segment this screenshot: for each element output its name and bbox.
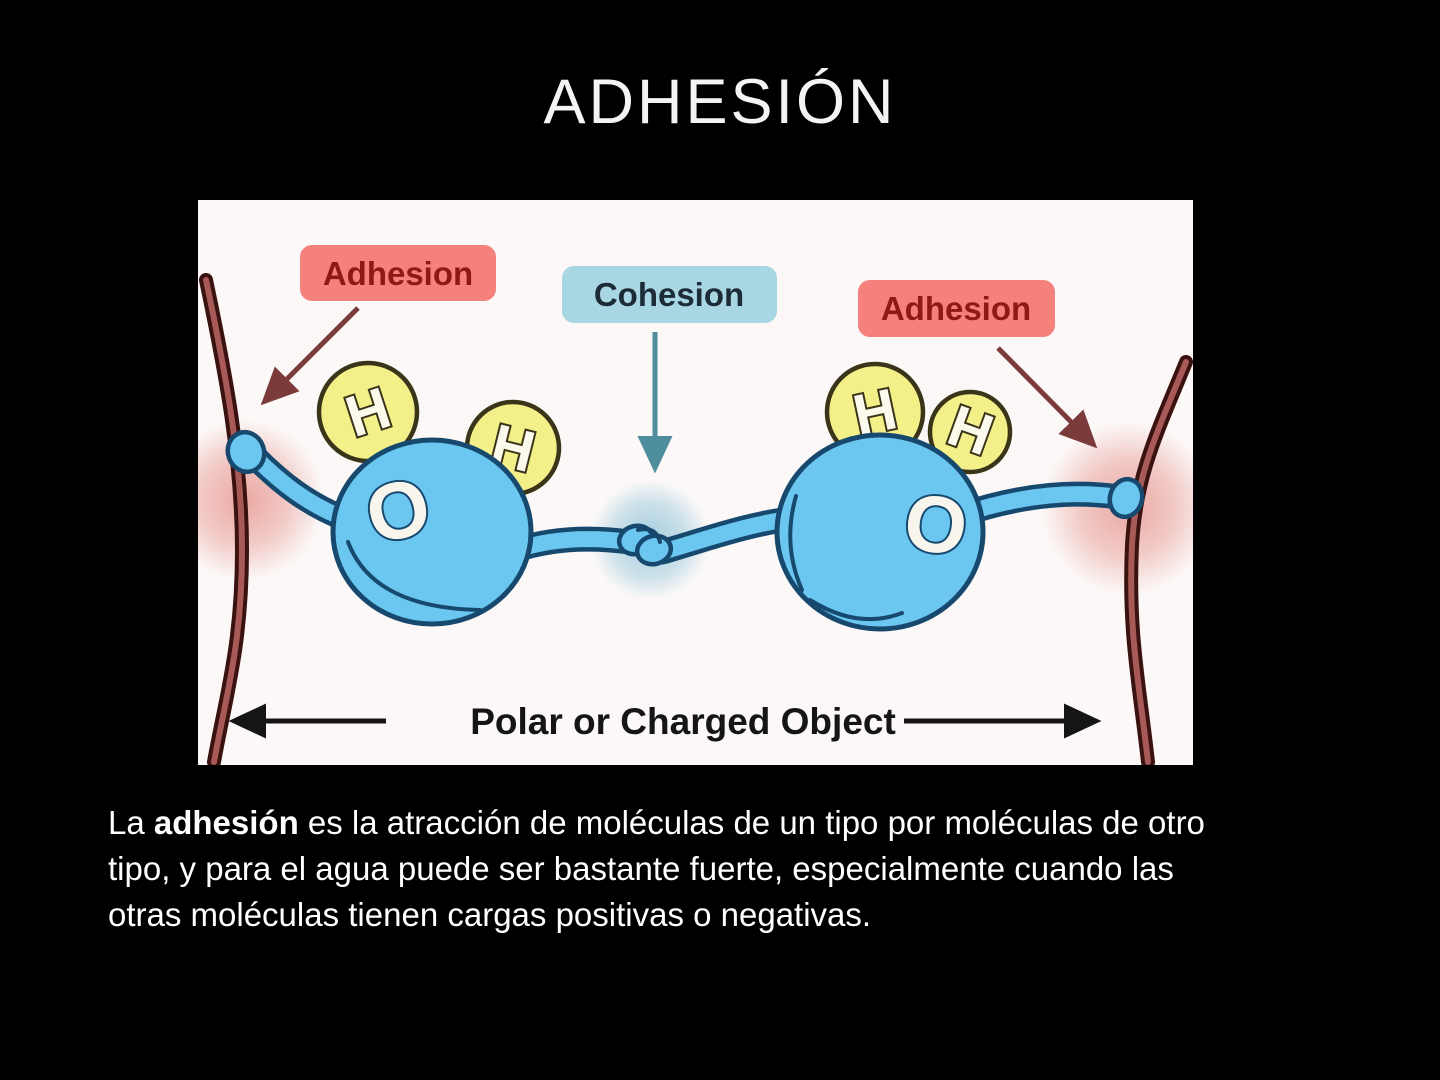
right-molecule-wall-hand	[1107, 476, 1145, 520]
polar-object-text: Polar or Charged Object	[470, 701, 896, 742]
adhesion-label-left-text: Adhesion	[323, 255, 473, 292]
adhesion-arrow-left-icon	[260, 306, 360, 406]
water-molecule-left: H H O	[225, 360, 643, 627]
body-line-3: otras moléculas tienen cargas positivas …	[108, 896, 872, 933]
polar-wall-left	[199, 273, 250, 765]
page-title: ADHESIÓN	[543, 67, 897, 137]
water-molecule-right: H H O	[649, 361, 1145, 632]
cohesion-label: Cohesion	[562, 266, 777, 323]
hydrogen-label: H	[338, 375, 398, 450]
oxygen-body	[330, 437, 534, 627]
adhesion-diagram: H H O H H O	[198, 245, 1193, 765]
body-paragraph: La adhesión es la atracción de moléculas…	[108, 800, 1378, 938]
left-molecule-wall-hand	[225, 429, 267, 475]
oxygen-label: O	[899, 476, 973, 573]
oxygen-body	[774, 432, 986, 632]
adhesion-label-left: Adhesion	[300, 245, 496, 301]
polar-object-caption: Polar or Charged Object	[228, 701, 1102, 742]
polar-wall-right	[1124, 355, 1193, 765]
cohesion-label-text: Cohesion	[594, 276, 744, 313]
adhesion-label-right-text: Adhesion	[881, 290, 1031, 327]
adhesion-arrow-right-icon	[996, 346, 1098, 449]
adhesion-label-right: Adhesion	[858, 280, 1055, 337]
body-line-2: tipo, y para el agua puede ser bastante …	[108, 850, 1174, 887]
body-line-1-bold: adhesión	[153, 804, 299, 841]
adhesion-cohesion-figure: H H O H H O	[198, 200, 1193, 765]
body-line-1-post: es la atracción de moléculas de un tipo …	[298, 804, 1205, 841]
hydrogen-atom	[927, 389, 1013, 475]
body-line-1-pre: La	[108, 804, 154, 841]
handshake	[616, 523, 674, 567]
